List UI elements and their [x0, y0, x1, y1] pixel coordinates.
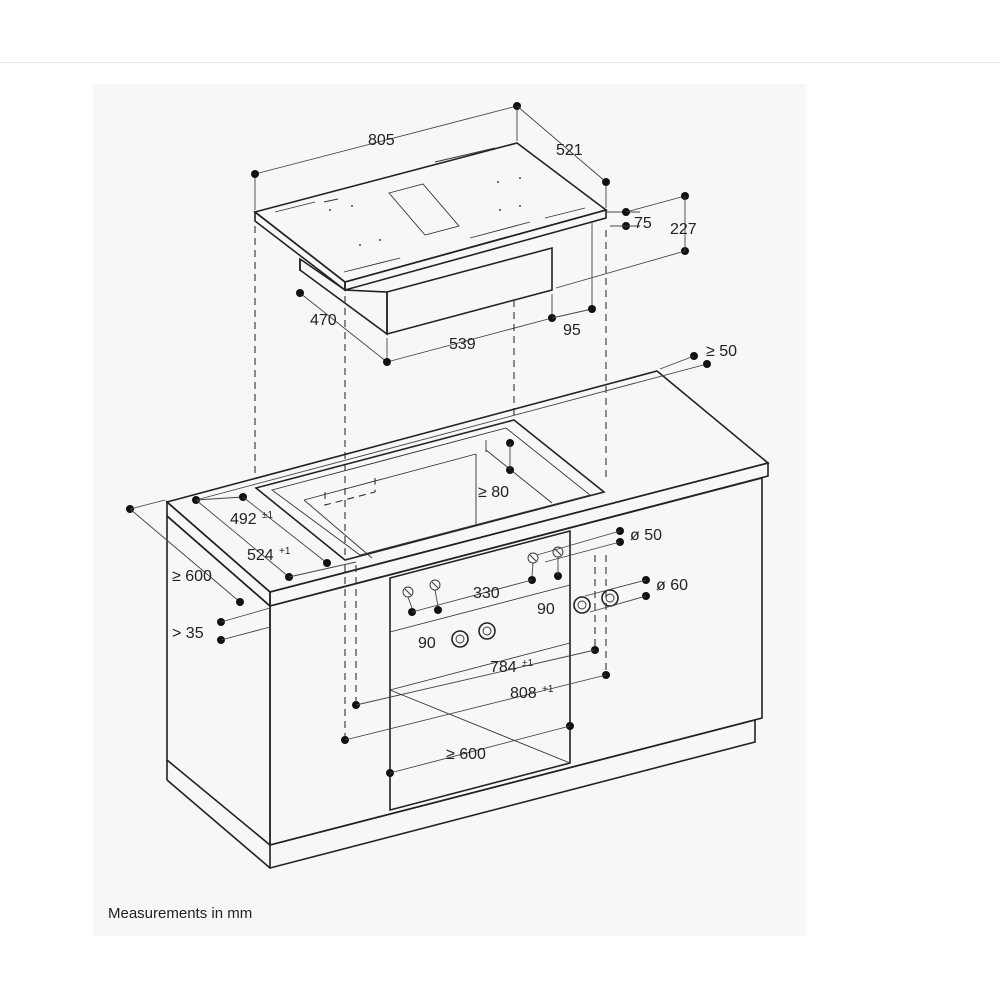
label-hole-spacing: 330: [473, 585, 500, 602]
hob-housing-front: [386, 246, 553, 336]
worktop-front-edge: [269, 461, 769, 608]
label-cutout-depth-outer: 524: [247, 547, 274, 564]
dimension-labels: 805 521 75 227 470 539 95 ≥ 50 ≥ 80 492 …: [172, 132, 737, 763]
label-housing-offset: 95: [563, 322, 581, 339]
cutout-inner: [270, 427, 591, 556]
label-hob-width: 805: [368, 132, 395, 149]
label-cutout-depth-tol: ±1: [262, 510, 273, 521]
label-housing-depth: 470: [310, 312, 337, 329]
header-divider: [0, 62, 1000, 63]
plinth: [269, 718, 756, 870]
label-worktop-thickness: > 35: [172, 625, 204, 642]
label-hole-diameter-right: ø 60: [656, 577, 688, 594]
label-overall-height: 227: [670, 221, 697, 238]
label-cabinet-width: ≥ 600: [446, 746, 486, 763]
label-inner-width: 784: [490, 659, 517, 676]
label-worktop-depth: ≥ 600: [172, 568, 212, 585]
hob-dimensions: [251, 102, 689, 366]
hob-housing-hidden: [324, 478, 376, 506]
label-hole-offset-right: 90: [537, 601, 555, 618]
measurement-caption: Measurements in mm: [108, 905, 253, 922]
cabinet-front: [269, 476, 763, 847]
cabinet: [165, 370, 770, 870]
label-housing-width: 539: [449, 336, 476, 353]
cabinet-opening: [389, 529, 571, 812]
projection-lines: [254, 226, 607, 740]
label-outer-width: 808: [510, 685, 537, 702]
zone-mark: [274, 201, 316, 213]
vent-opening: [388, 183, 460, 236]
hob-unit: [253, 142, 608, 336]
cabinet-dimensions: [126, 352, 711, 777]
hob-glass-front-edge: [254, 210, 346, 292]
label-hole-offset-left: 90: [418, 635, 436, 652]
knobs: [451, 589, 619, 648]
label-side-clearance: ≥ 80: [478, 484, 509, 501]
cabinet-side: [166, 514, 271, 847]
label-rear-clearance: ≥ 50: [706, 343, 737, 360]
worktop-cutout: [254, 419, 606, 561]
hob-glass-side-edge: [344, 208, 607, 292]
label-inner-width-tol: ±1: [522, 658, 533, 669]
label-outer-width-tol: +1: [542, 684, 554, 695]
label-cutout-depth: 492: [230, 511, 257, 528]
label-cutout-depth-outer-tol: +1: [279, 546, 291, 557]
label-hob-thickness: 75: [634, 215, 652, 232]
label-hole-diameter-top: ø 50: [630, 527, 662, 544]
label-hob-depth: 521: [556, 142, 583, 159]
